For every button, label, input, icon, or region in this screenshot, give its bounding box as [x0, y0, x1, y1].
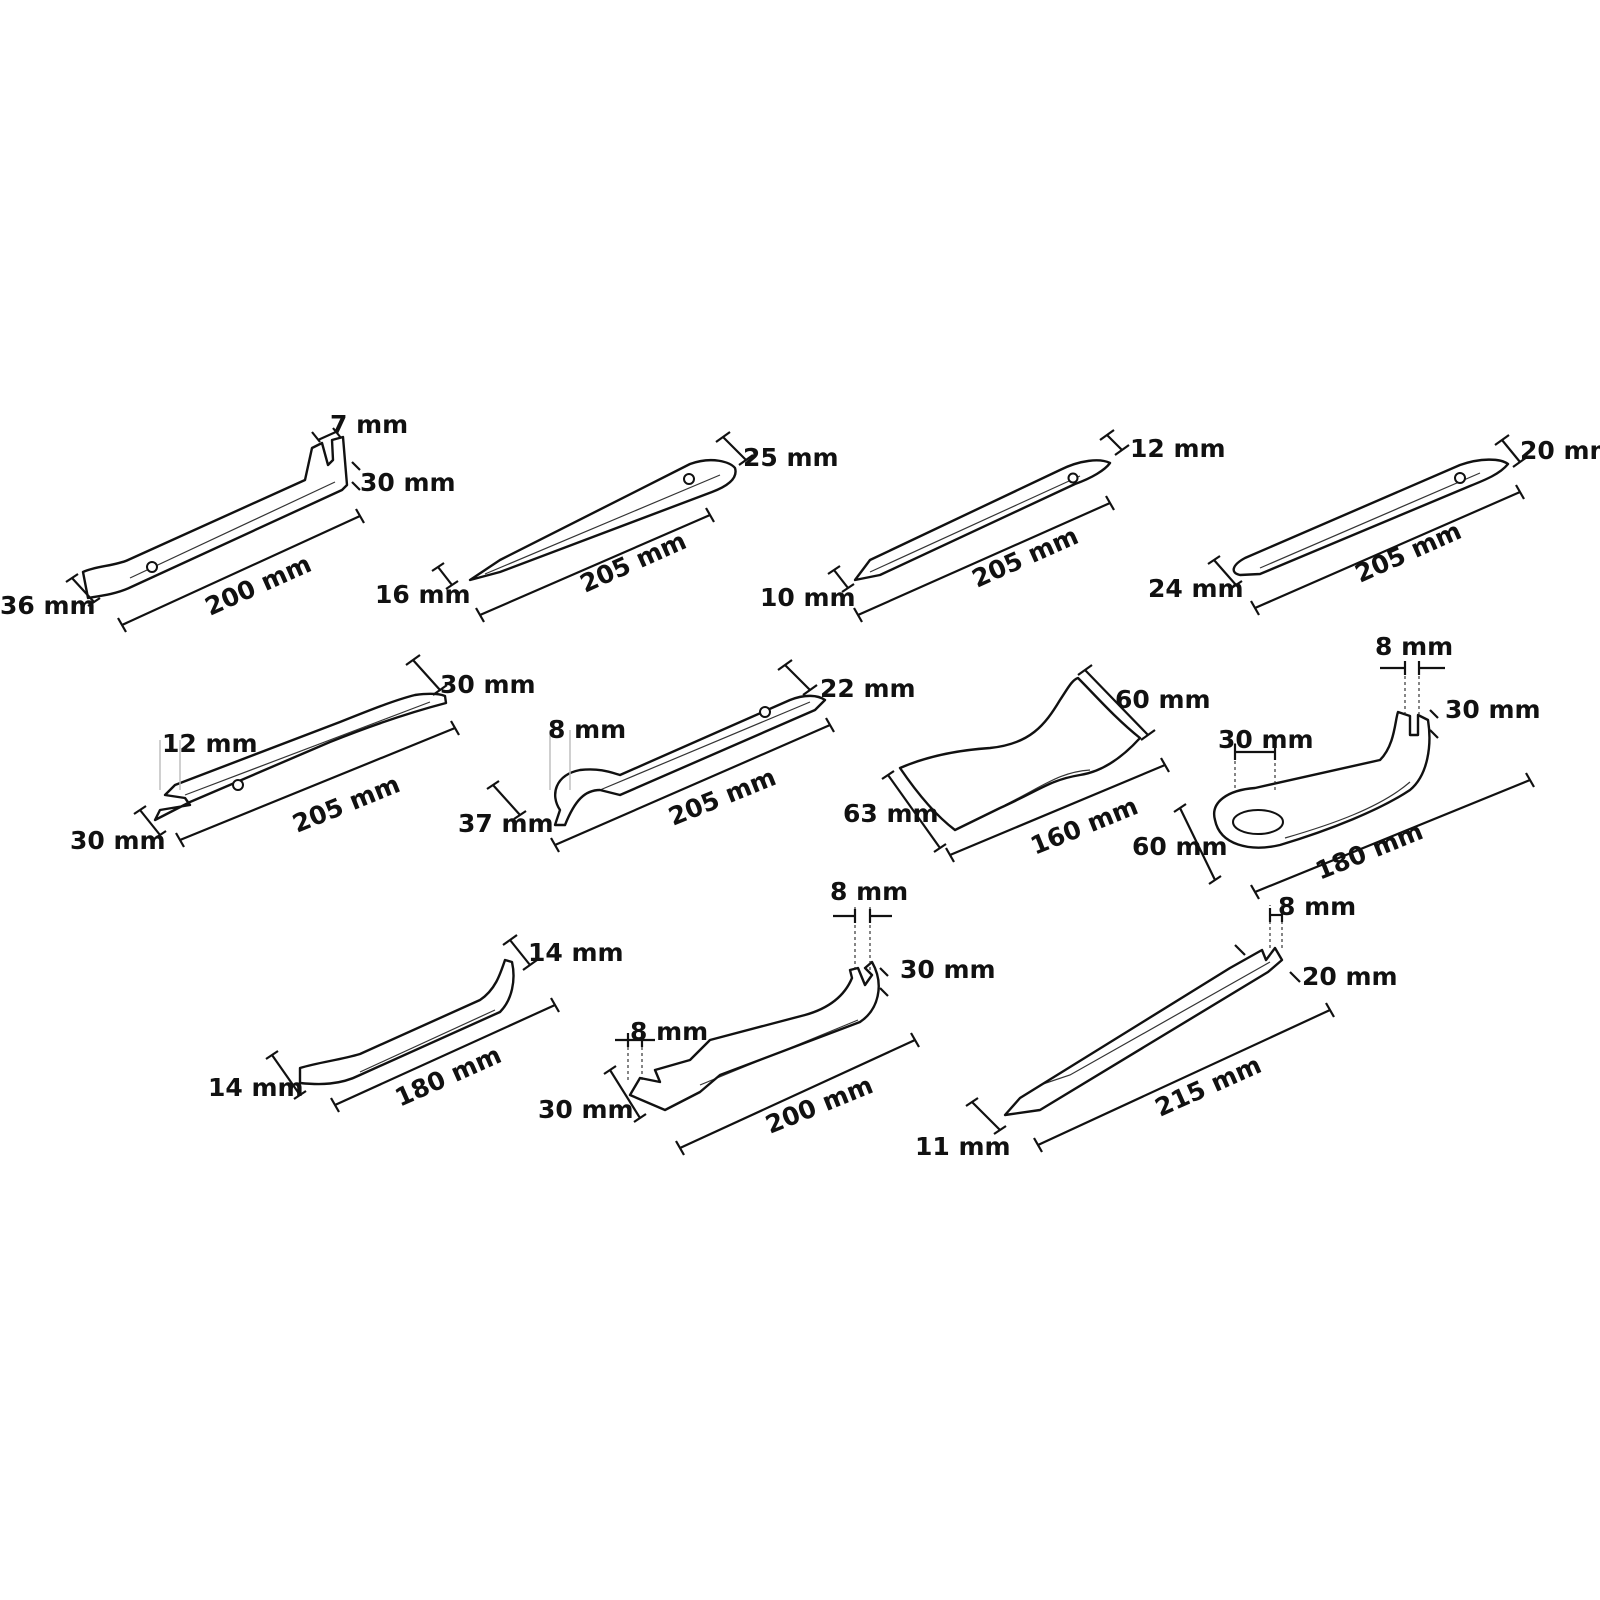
tool-3-label-2: 10 mm	[760, 583, 856, 612]
tool-1-label-2: 200 mm	[201, 549, 316, 621]
tool-10-outline	[628, 960, 880, 1112]
tool-8-label-2: 30 mm	[1218, 725, 1314, 754]
tool-10-label-1: 30 mm	[900, 955, 996, 984]
tool-1-label-1: 30 mm	[360, 468, 456, 497]
tool-6-label-0: 22 mm	[820, 674, 916, 703]
tool-7-label-0: 60 mm	[1115, 685, 1211, 714]
tool-5-label-2: 205 mm	[288, 769, 404, 838]
tool-9-label-1: 14 mm	[208, 1073, 304, 1102]
tool-2-label-2: 16 mm	[375, 580, 471, 609]
tool-11: 8 mm 20 mm 215 mm 11 mm	[915, 892, 1398, 1161]
tool-11-label-1: 20 mm	[1302, 962, 1398, 991]
tool-8: 8 mm 30 mm 30 mm 60 mm 180 mm	[1132, 632, 1541, 900]
tool-11-label-3: 11 mm	[915, 1132, 1011, 1161]
tool-8-label-0: 8 mm	[1375, 632, 1453, 661]
tool-7-label-2: 160 mm	[1026, 791, 1142, 860]
tool-9: 14 mm 14 mm 180 mm	[208, 934, 624, 1113]
tool-6-label-1: 8 mm	[548, 715, 626, 744]
tool-4-outline	[1232, 458, 1510, 577]
tool-10-label-2: 8 mm	[630, 1017, 708, 1046]
tool-10-label-3: 30 mm	[538, 1095, 634, 1124]
tool-3-label-0: 12 mm	[1130, 434, 1226, 463]
tool-4-label-2: 24 mm	[1148, 574, 1244, 603]
tool-7-outline	[898, 676, 1142, 832]
tool-5-label-3: 30 mm	[70, 826, 166, 855]
tool-4-label-0: 20 mm	[1520, 436, 1600, 465]
tool-7-label-1: 63 mm	[843, 799, 939, 828]
tool-11-outline	[1003, 946, 1284, 1117]
tool-5: 30 mm 12 mm 205 mm 30 mm	[70, 654, 536, 855]
tool-11-label-0: 8 mm	[1278, 892, 1356, 921]
tool-5-label-1: 12 mm	[162, 729, 258, 758]
tool-8-label-1: 30 mm	[1445, 695, 1541, 724]
tool-11-label-2: 215 mm	[1151, 1050, 1266, 1122]
tool-8-label-3: 60 mm	[1132, 832, 1228, 861]
tool-2-outline	[468, 458, 737, 582]
tool-2-label-0: 25 mm	[743, 443, 839, 472]
tool-9-label-0: 14 mm	[528, 938, 624, 967]
tool-3-label-1: 205 mm	[968, 521, 1083, 593]
tool-10-label-4: 200 mm	[761, 1070, 877, 1139]
tool-1-label-3: 36 mm	[0, 591, 96, 620]
tool-6-outline	[553, 694, 827, 827]
tool-10: 8 mm 30 mm 8 mm 30 mm 200 mm	[538, 877, 996, 1156]
tool-1-outline	[81, 435, 349, 600]
tool-10-label-0: 8 mm	[830, 877, 908, 906]
tool-6-label-3: 37 mm	[458, 809, 554, 838]
tool-9-outline	[298, 958, 515, 1086]
tool-1-label-0: 7 mm	[330, 410, 408, 439]
tool-5-label-0: 30 mm	[440, 670, 536, 699]
